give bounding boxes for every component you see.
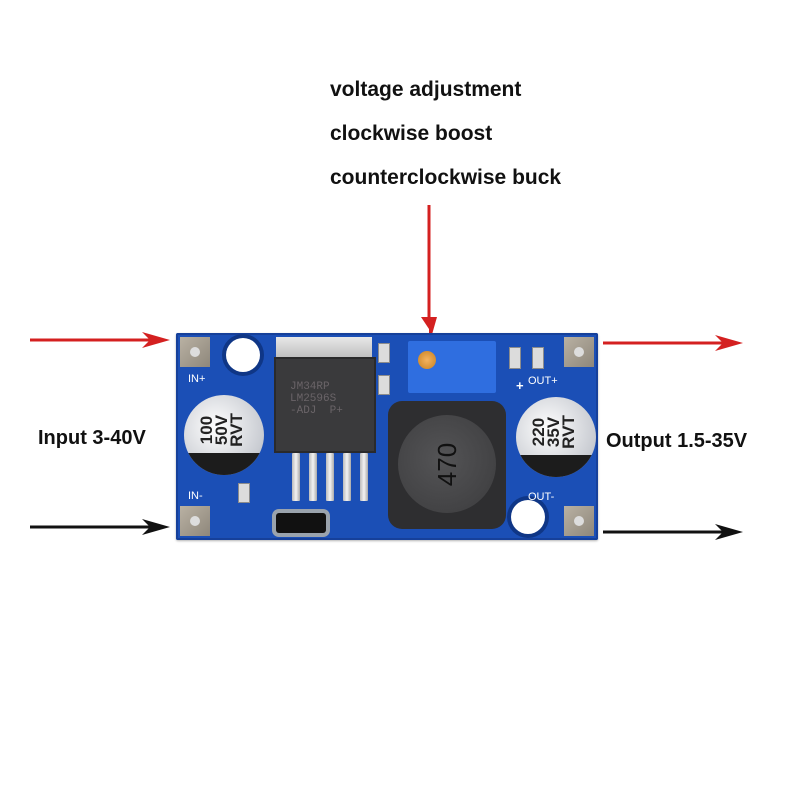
input-capacitor: 100 50V RVT — [184, 395, 264, 475]
regulator-heat-tab — [276, 337, 372, 359]
out-plus-pad — [564, 337, 594, 367]
annotation-line-1: voltage adjustment — [330, 78, 522, 101]
arrow-right-icon — [603, 335, 743, 351]
silk-in-minus: IN- — [188, 490, 203, 502]
mounting-hole — [226, 338, 260, 372]
arrow-right-icon — [603, 524, 743, 540]
output-voltage-label: Output 1.5-35V — [606, 430, 748, 452]
in-minus-pad — [180, 506, 210, 536]
annotation-line-3: counterclockwise buck — [330, 166, 562, 189]
schottky-diode — [276, 513, 326, 533]
capacitor-polarity-band — [184, 453, 264, 475]
smd-resistor — [509, 347, 521, 369]
annotation-line-2: clockwise boost — [330, 122, 493, 145]
smd-led — [532, 347, 544, 369]
ic-pin — [343, 453, 351, 501]
smd-resistor — [378, 375, 390, 395]
smd-resistor — [238, 483, 250, 503]
ic-pin — [292, 453, 300, 501]
arrow-down-icon — [421, 205, 437, 345]
arrow-right-icon — [30, 519, 170, 535]
inductor-value: 470 — [432, 442, 463, 487]
input-negative-arrow — [30, 517, 170, 542]
smd-resistor — [378, 343, 390, 363]
silk-in-plus: IN+ — [188, 373, 206, 385]
output-capacitor: 220 35V RVT — [516, 397, 596, 477]
mounting-hole — [511, 500, 545, 534]
dc-dc-converter-board: IN+ IN- OUT+ OUT- + 100 50V RVT JM34RP L… — [176, 333, 598, 540]
out-minus-pad — [564, 506, 594, 536]
lm2596-regulator-ic: JM34RP LM2596S -ADJ P+ — [274, 357, 376, 453]
adjustment-arrow — [421, 205, 437, 345]
arrow-right-icon — [30, 332, 170, 348]
output-capacitor-marking: 220 35V RVT — [529, 415, 578, 449]
ic-pin — [309, 453, 317, 501]
input-positive-arrow — [30, 330, 170, 355]
output-positive-arrow — [603, 333, 743, 358]
potentiometer-screw-icon[interactable] — [418, 351, 436, 369]
capacitor-polarity-band — [516, 455, 596, 477]
silk-out-plus: OUT+ — [528, 375, 558, 387]
silk-out-minus: OUT- — [528, 491, 555, 503]
output-negative-arrow — [603, 522, 743, 547]
voltage-adjustment-potentiometer[interactable] — [408, 341, 496, 393]
input-capacitor-marking: 100 50V RVT — [197, 413, 246, 447]
ic-pin — [360, 453, 368, 501]
silk-plus-mark: + — [516, 378, 524, 393]
in-plus-pad — [180, 337, 210, 367]
regulator-ic-marking: JM34RP LM2596S -ADJ P+ — [290, 381, 343, 417]
ic-pin — [326, 453, 334, 501]
inductor-core — [398, 415, 496, 513]
input-voltage-label: Input 3-40V — [38, 427, 146, 449]
power-inductor: 470 — [388, 401, 506, 529]
